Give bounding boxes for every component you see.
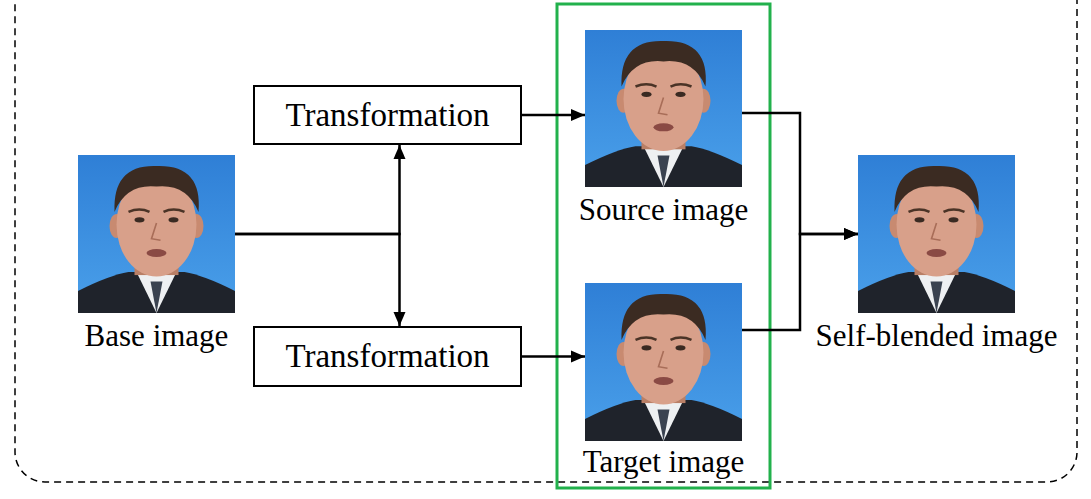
image-caption: Self-blended image [816,319,1058,353]
process-box: Transformation [253,326,522,387]
image-caption: Target image [583,445,745,479]
arrow-connector [235,234,400,326]
arrow-connector [742,234,858,330]
photo-illustration [585,283,742,441]
arrow-connector [522,114,585,117]
image-caption: Source image [579,193,749,227]
arrow-connector [522,355,585,358]
photo-illustration [858,155,1015,313]
dashed-frame [15,0,1077,482]
face-photo [585,30,742,187]
photo-illustration [585,30,742,187]
group-outline [557,4,770,488]
face-photo [585,283,742,441]
box-label: Transformation [285,97,489,133]
face-photo [78,155,235,313]
arrow-connector [235,145,400,234]
arrow-connector [742,113,858,234]
image-caption: Base image [85,319,229,353]
photo-illustration [78,155,235,313]
image-node: Source image [585,30,742,187]
process-box: Transformation [253,85,522,145]
image-node: Target image [585,283,742,441]
image-node: Self-blended image [858,155,1015,313]
box-label: Transformation [285,338,489,374]
face-photo [858,155,1015,313]
image-node: Base image [78,155,235,313]
